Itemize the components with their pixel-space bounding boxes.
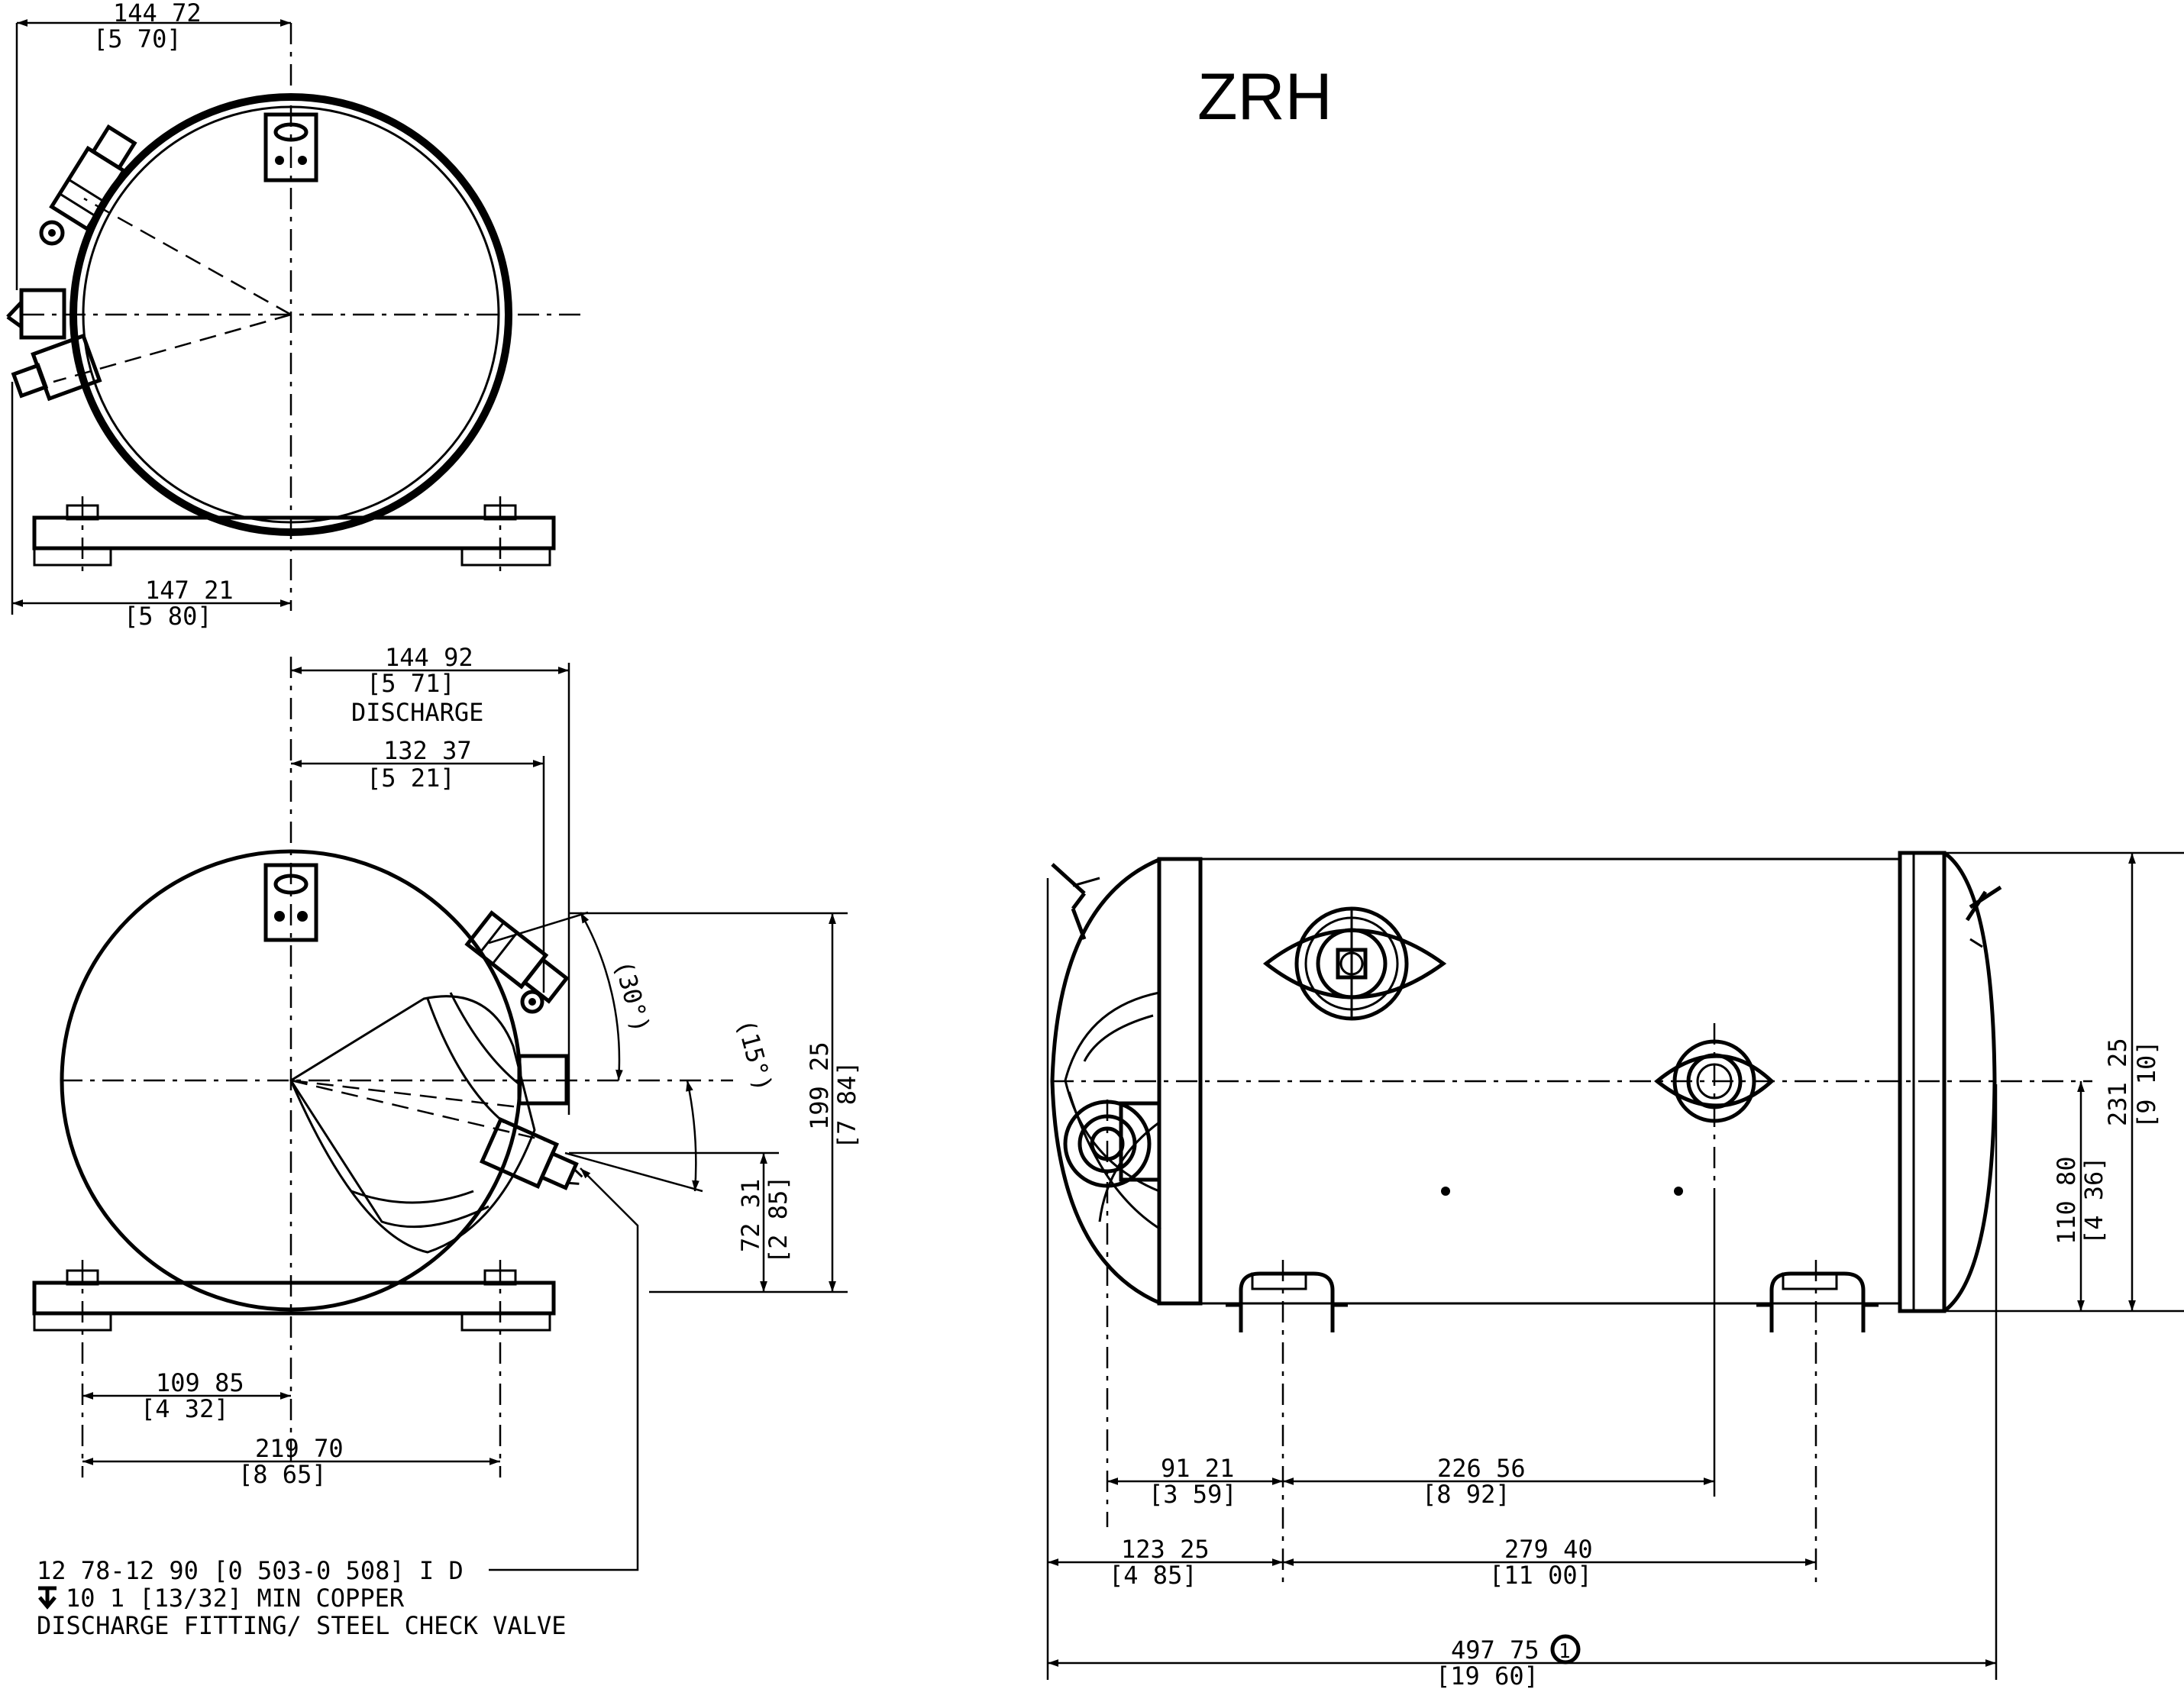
base-width-mm: 147 21 — [145, 576, 234, 605]
angle-15-label: (15°) — [731, 1016, 778, 1095]
side-total-in: [19 60] — [1436, 1662, 1539, 1689]
process-fitting — [517, 1054, 569, 1106]
mount-span-mm: 219 70 — [255, 1434, 344, 1463]
side-d2-in: [8 92] — [1422, 1480, 1510, 1509]
side-d2-mm: 226 56 — [1437, 1454, 1526, 1483]
mount-half-in: [4 32] — [141, 1394, 229, 1423]
suction-fitting-side — [1262, 906, 1447, 1021]
front-end-view: 144 92 [5 71] DISCHARGE 132 37 [5 21] (3… — [32, 643, 861, 1571]
note-line-3: DISCHARGE FITTING/ STEEL CHECK VALVE — [37, 1611, 567, 1640]
top-view-base — [32, 496, 556, 573]
side-total-mm: 497 75 — [1451, 1636, 1539, 1665]
note-line-2: 10 1 [13/32] MIN COPPER — [66, 1584, 405, 1613]
upper-fitting-nut — [39, 220, 65, 246]
mount-half-mm: 109 85 — [156, 1368, 244, 1397]
lower-fitting-angle-line — [53, 313, 292, 383]
angle-30-label: (30°) — [609, 957, 656, 1035]
fitting-height-in: [2 85] — [764, 1175, 793, 1264]
top-end-view: 144 72 [5 70] 147 21 [5 80] — [6, 0, 580, 631]
left-fitting — [6, 288, 66, 340]
note-marker-circle — [1550, 1634, 1581, 1665]
depth-symbol-icon — [38, 1586, 57, 1610]
drawing-title: ZRH — [1197, 60, 1333, 134]
left-end-ring — [1157, 857, 1203, 1306]
side-d3-mm: 123 25 — [1121, 1535, 1210, 1564]
side-axis-in: [4 36] — [2079, 1156, 2108, 1245]
top-width-mm: 144 72 — [113, 0, 202, 27]
fitting-height-mm: 72 31 — [736, 1179, 765, 1252]
middle-fitting-side — [1654, 1023, 1775, 1206]
lower-left-fitting — [11, 333, 102, 402]
mounting-foot-right — [1756, 1260, 1879, 1588]
discharge-label: DISCHARGE — [351, 698, 483, 727]
mounting-foot-left — [1226, 1260, 1348, 1588]
front-view-base — [32, 1260, 556, 1477]
side-axis-mm: 110 80 — [2052, 1156, 2081, 1245]
right-end-cap — [1943, 851, 1997, 1313]
note-line-1: 12 78-12 90 [0 503-0 508] I D — [37, 1556, 464, 1585]
side-d3-in: [4 85] — [1109, 1561, 1197, 1590]
suction-fitting — [464, 910, 570, 1004]
discharge-fitting-note: 12 78-12 90 [0 503-0 508] I D 10 1 [13/3… — [37, 1556, 567, 1640]
shell-dot-right — [1674, 1187, 1683, 1196]
discharge-dim-mm: 144 92 — [385, 643, 473, 672]
front-height-in: [7 84] — [832, 1061, 861, 1149]
right-end-bracket — [1965, 885, 2002, 948]
side-d4-mm: 279 40 — [1504, 1535, 1593, 1564]
side-height-in: [9 10] — [2132, 1040, 2161, 1129]
discharge-fitting — [479, 1117, 583, 1190]
discharge-fitting-side — [1063, 1100, 1161, 1527]
suction-dim-in: [5 21] — [367, 764, 455, 793]
suction-dim-mm: 132 37 — [383, 736, 472, 765]
upper-left-fitting — [49, 124, 137, 232]
shell-dot-left — [1441, 1187, 1450, 1196]
discharge-dim-in: [5 71] — [367, 669, 455, 698]
side-d1-mm: 91 21 — [1161, 1454, 1234, 1483]
mount-span-in: [8 65] — [238, 1460, 327, 1489]
side-view: 91 21 [3 59] 226 56 [8 92] 123 25 [4 85]… — [1046, 851, 2184, 1689]
left-end-bracket — [1051, 863, 1100, 940]
lifting-lug — [263, 112, 318, 182]
internal-cone — [289, 992, 551, 1254]
top-width-in: [5 70] — [93, 24, 182, 53]
side-d4-in: [11 00] — [1489, 1561, 1592, 1590]
side-d1-in: [3 59] — [1149, 1480, 1237, 1509]
upper-fitting-angle-line — [83, 197, 292, 316]
note-marker-number: 1 — [1559, 1640, 1571, 1663]
front-height-mm: 199 25 — [805, 1041, 834, 1130]
base-width-in: [5 80] — [124, 602, 212, 631]
front-lifting-lug — [263, 863, 318, 942]
side-height-mm: 231 25 — [2103, 1038, 2132, 1126]
right-end-ring — [1898, 851, 1947, 1313]
